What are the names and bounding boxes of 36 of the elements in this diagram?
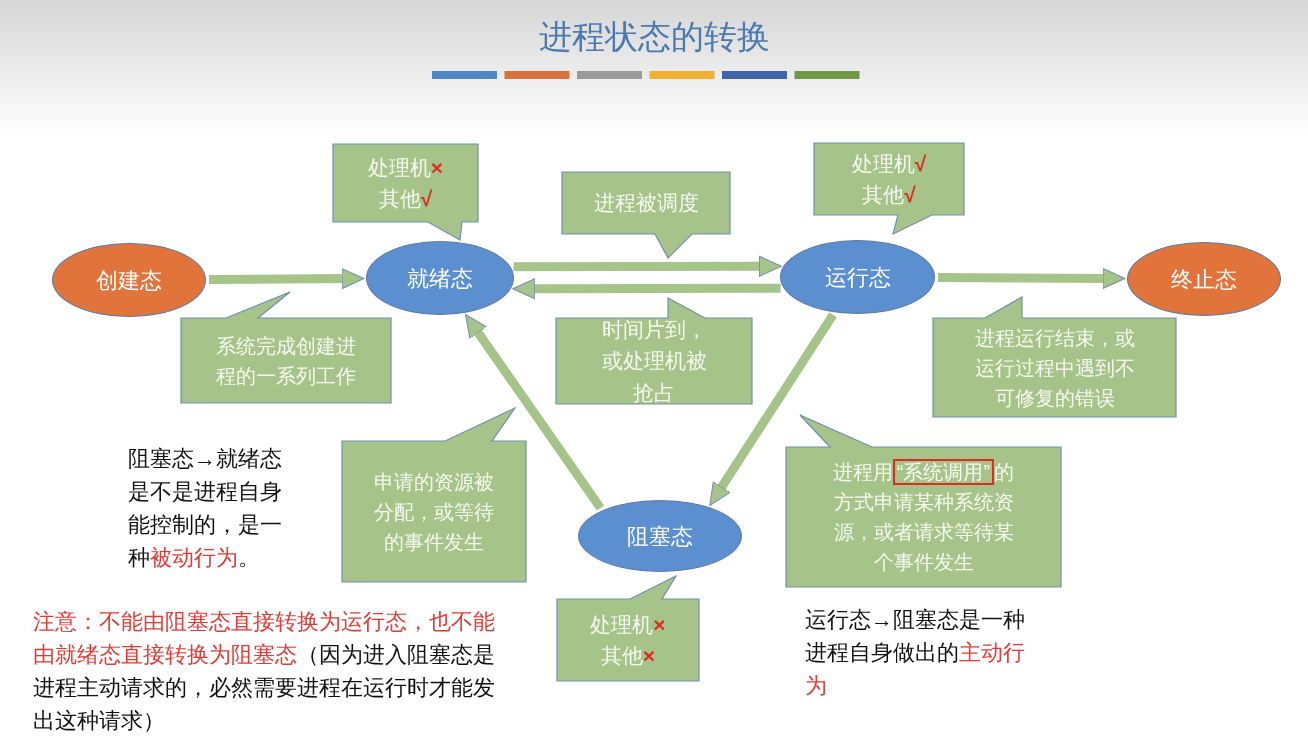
callout-box	[813, 142, 965, 235]
callout-box	[332, 143, 479, 241]
callout-text: 其他√	[378, 186, 433, 212]
callout-text: 进程运行结束，或运行过程中遇到不可修复的错误	[973, 325, 1136, 411]
callout-text: 时间片到，或处理机被抢占	[600, 316, 708, 406]
callout-text: 其他×	[600, 643, 656, 669]
block-arrow	[465, 314, 605, 511]
callout-box	[556, 575, 700, 682]
callout-text: 处理机×	[367, 154, 444, 181]
callout-text: 处理机√	[851, 150, 927, 177]
block-arrow	[208, 268, 365, 290]
block-arrow	[709, 312, 837, 506]
callout-box	[785, 414, 1062, 588]
callout-box	[932, 296, 1177, 418]
callout-box	[341, 407, 527, 583]
block-arrow	[513, 255, 782, 277]
callout-text: 处理机×	[590, 611, 666, 638]
note-text: 阻塞态→就绪态是不是进程自身能控制的，是一种被动行为。	[128, 445, 283, 572]
callout-text: 进程被调度	[593, 190, 699, 217]
note-text: 注意：不能由阻塞态直接转换为运行态，也不能由就绪态直接转换为阻塞态（因为进入阻塞态是进程主动请求的，必然需要进程在运行时才能发出这种请求）	[33, 608, 496, 735]
callout-box	[180, 291, 392, 404]
state-ellipse: 创建态	[52, 243, 206, 317]
callout-text: 其他√	[862, 182, 916, 208]
callout-box	[555, 297, 753, 405]
state-ellipse: 阻塞态	[578, 500, 742, 572]
block-arrow	[937, 267, 1126, 289]
state-ellipse: 终止态	[1127, 242, 1281, 316]
callout-text: 进程用“系统调用”的方式申请某种系统资源，或者请求等待某个事件发生	[831, 458, 1016, 575]
callout-text: 系统完成创建进程的一系列工作	[215, 333, 357, 389]
state-ellipse: 就绪态	[366, 241, 514, 315]
block-arrow	[512, 278, 781, 300]
title: 进程状态的转换	[537, 17, 771, 57]
state-ellipse: 运行态	[780, 240, 935, 314]
callout-box	[561, 171, 731, 259]
callout-text: 申请的资源被分配，或等待的事件发生	[373, 469, 495, 555]
note-text: 运行态→阻塞态是一种进程自身做出的主动行为	[805, 606, 1026, 700]
